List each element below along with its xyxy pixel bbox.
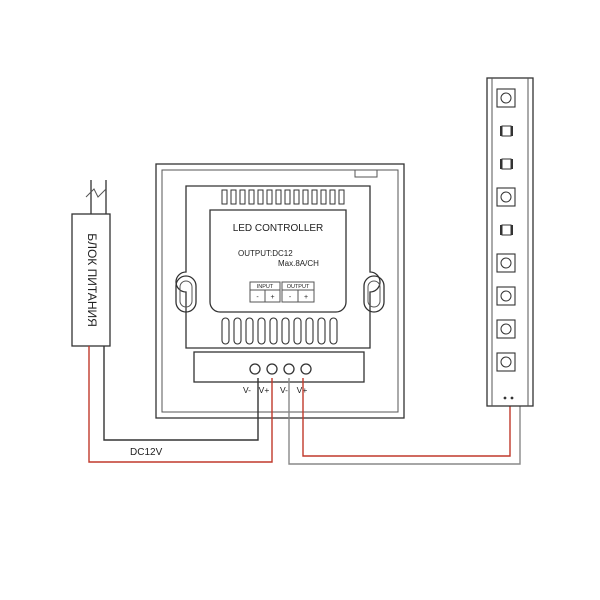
- input-plus-label: +: [270, 294, 274, 301]
- vent-slot: [269, 317, 278, 345]
- terminal-block-labels: INPUT - + OUTPUT - +: [249, 281, 315, 303]
- resistor: [501, 158, 512, 170]
- vent-slot: [293, 317, 302, 345]
- wire-supply-negative: [103, 346, 259, 441]
- input-minus-label: -: [256, 294, 259, 301]
- vent-slot: [329, 317, 338, 345]
- terminal-screw-4: [300, 363, 312, 375]
- wire-supply-positive: [88, 346, 273, 463]
- wire-output-negative: [288, 378, 521, 465]
- power-supply-label: БЛОК ПИТАНИЯ: [85, 233, 99, 327]
- resistor-pad-right: [510, 159, 513, 169]
- terminal-label-4: V+: [297, 385, 308, 395]
- led-chip: [496, 187, 516, 207]
- led-lens: [500, 92, 512, 104]
- max-current: Max.8A/CH: [278, 259, 319, 268]
- top-fin: [284, 189, 291, 205]
- controller-inner-frame: [161, 169, 399, 413]
- vent-slot: [233, 317, 242, 345]
- led-strip: [486, 77, 534, 407]
- terminal-label-3: V-: [280, 385, 288, 395]
- resistor-pad-right: [510, 225, 513, 235]
- led-lens: [500, 290, 512, 302]
- terminal-label-1: V-: [243, 385, 251, 395]
- top-fin: [266, 189, 273, 205]
- led-lens: [500, 323, 512, 335]
- top-fin: [230, 189, 237, 205]
- controller-title: LED CONTROLLER: [233, 223, 324, 234]
- ac-break-symbol: [85, 188, 107, 198]
- controller-outer-frame: [155, 163, 405, 419]
- input-label: INPUT: [257, 284, 274, 290]
- top-fin: [311, 189, 318, 205]
- label-plate: [209, 209, 347, 313]
- terminal-screw-2: [266, 363, 278, 375]
- top-fin: [257, 189, 264, 205]
- led-chip: [496, 286, 516, 306]
- terminal-screw-1: [249, 363, 261, 375]
- output-minus-label: -: [289, 294, 292, 301]
- vent-slot: [281, 317, 290, 345]
- strip-pad-1: [503, 396, 507, 400]
- top-fin: [248, 189, 255, 205]
- vent-slot: [221, 317, 230, 345]
- led-lens: [500, 257, 512, 269]
- output-label: OUTPUT: [287, 284, 310, 290]
- mounting-hole-right-inner: [367, 280, 381, 308]
- mounting-hole-left: [175, 275, 197, 313]
- top-fin: [275, 189, 282, 205]
- output-plus-label: +: [304, 294, 308, 301]
- terminals: [249, 363, 312, 375]
- led-strip-components: [496, 88, 516, 372]
- top-fin: [338, 189, 345, 205]
- terminal-label-2: V+: [259, 385, 270, 395]
- resistor-pad-left: [500, 159, 503, 169]
- led-chip: [496, 88, 516, 108]
- led-chip: [496, 319, 516, 339]
- resistor-pad-left: [500, 126, 503, 136]
- supply-voltage-label: DC12V: [130, 447, 163, 458]
- terminal-section: [193, 351, 365, 383]
- top-fin: [293, 189, 300, 205]
- wire-output-positive: [302, 378, 511, 457]
- led-strip-body: [486, 77, 534, 407]
- led-controller: LED CONTROLLER OUTPUT:DC12 Max.8A/CH INP…: [155, 163, 405, 419]
- strip-pad-2: [510, 396, 514, 400]
- top-fin: [329, 189, 336, 205]
- wires: DC12V: [88, 346, 521, 465]
- vent-slot: [305, 317, 314, 345]
- top-fin: [221, 189, 228, 205]
- bottom-vents: [221, 317, 338, 345]
- led-chip: [496, 253, 516, 273]
- resistor: [501, 224, 512, 236]
- vent-slot: [245, 317, 254, 345]
- mounting-hole-right: [363, 275, 385, 313]
- resistor: [501, 125, 512, 137]
- led-chip: [496, 352, 516, 372]
- mounting-hole-left-inner: [179, 280, 193, 308]
- terminal-screw-3: [283, 363, 295, 375]
- output-spec: OUTPUT:DC12: [238, 249, 293, 258]
- controller-top-notch: [354, 169, 378, 178]
- resistor-pad-left: [500, 225, 503, 235]
- power-supply-box: [71, 213, 111, 347]
- top-fin: [302, 189, 309, 205]
- top-fin: [320, 189, 327, 205]
- resistor-pad-right: [510, 126, 513, 136]
- power-supply: БЛОК ПИТАНИЯ: [71, 180, 111, 347]
- led-lens: [500, 191, 512, 203]
- top-fins: [221, 189, 345, 205]
- vent-slot: [317, 317, 326, 345]
- vent-slot: [257, 317, 266, 345]
- controller-body: [175, 185, 381, 349]
- led-lens: [500, 356, 512, 368]
- top-fin: [239, 189, 246, 205]
